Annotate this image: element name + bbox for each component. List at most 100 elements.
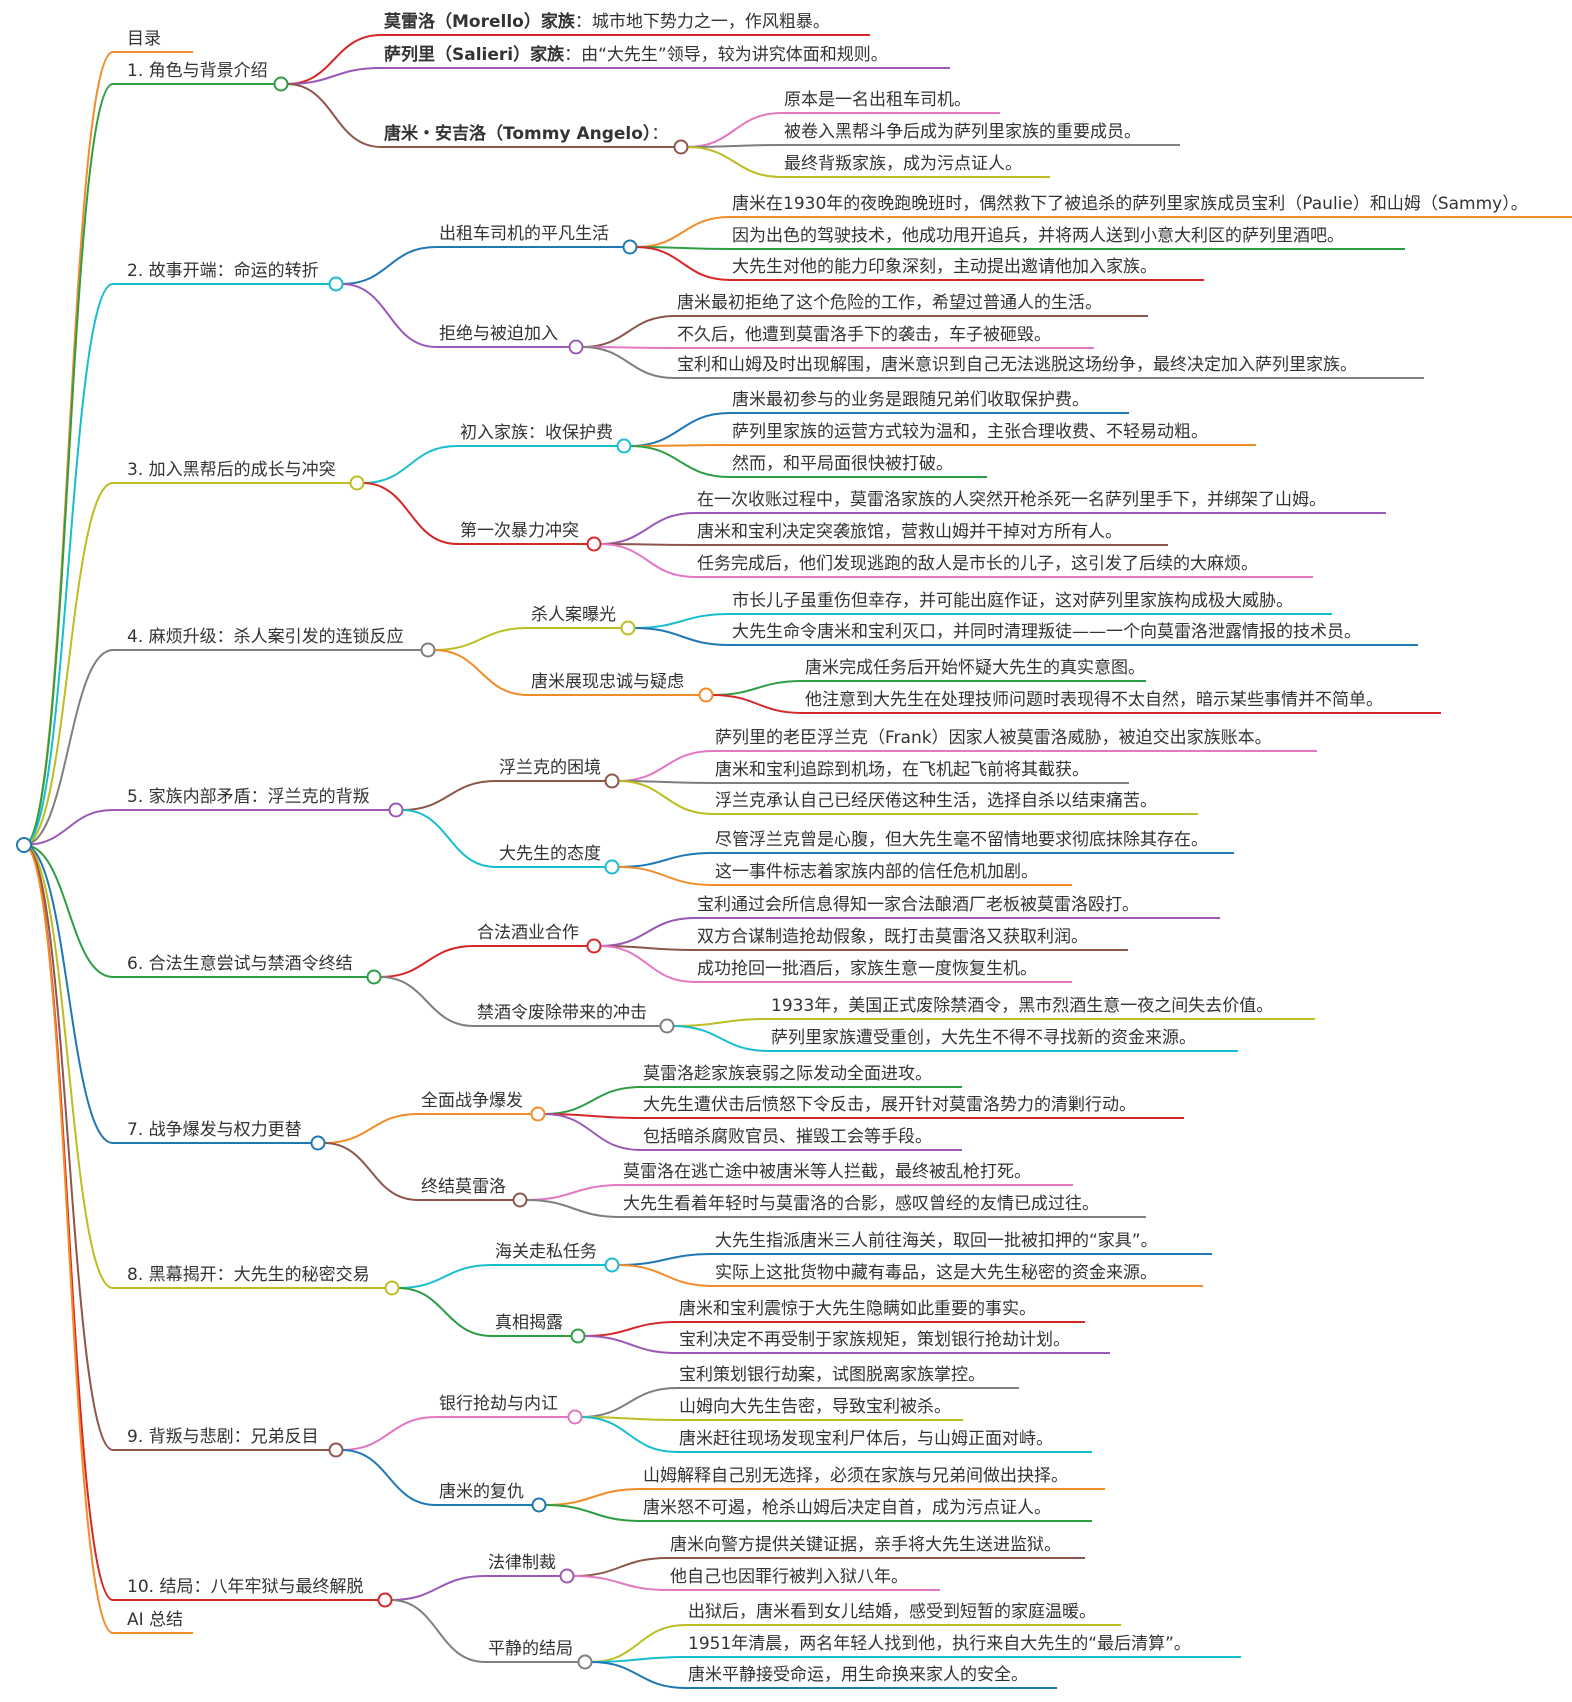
branch-4-sub-1-label[interactable]: 唐米展现忠诚与疑虑 [531, 671, 684, 692]
branch-6-sub-0-leaf-1[interactable]: 双方合谋制造抢劫假象，既打击莫雷洛又获取利润。 [697, 927, 1088, 947]
branch-5-sub-0-leaf-0[interactable]: 萨列里的老臣浮兰克（Frank）因家人被莫雷洛威胁，被迫交出家族账本。 [715, 728, 1272, 748]
branch-7-sub-1-leaf-0[interactable]: 莫雷洛在逃亡途中被唐米等人拦截，最终被乱枪打死。 [623, 1161, 1031, 1182]
branch-7-sub-0-leaf-1[interactable]: 大先生遭伏击后愤怒下令反击，展开针对莫雷洛势力的清剿行动。 [643, 1095, 1136, 1115]
branch-1-sub-2-leaf-1[interactable]: 被卷入黑帮斗争后成为萨列里家族的重要成员。 [784, 122, 1141, 142]
branch-8-sub-1-toggle[interactable] [570, 1328, 586, 1344]
branch-9-sub-1-leaf-1[interactable]: 唐米怒不可遏，枪杀山姆后决定自首，成为污点证人。 [643, 1497, 1051, 1518]
branch-1-sub-2-toggle[interactable] [673, 139, 689, 155]
branch-8-sub-0-leaf-0[interactable]: 大先生指派唐米三人前往海关，取回一批被扣押的“家具”。 [715, 1230, 1158, 1251]
branch-9-sub-1-label[interactable]: 唐米的复仇 [439, 1481, 524, 1502]
branch-3-sub-0-label[interactable]: 初入家族：收保护费 [460, 423, 613, 443]
branch-5-sub-1-leaf-1[interactable]: 这一事件标志着家族内部的信任危机加剧。 [715, 862, 1038, 882]
branch-10-label[interactable]: 10. 结局：八年牢狱与最终解脱 [127, 1577, 363, 1597]
branch-3-sub-1-leaf-0[interactable]: 在一次收账过程中，莫雷洛家族的人突然开枪杀死一名萨列里手下，并绑架了山姆。 [697, 490, 1326, 510]
branch-10-sub-1-toggle[interactable] [577, 1654, 593, 1670]
branch-3-sub-1-leaf-1[interactable]: 唐米和宝利决定突袭旅馆，营救山姆并干掉对方所有人。 [697, 521, 1122, 542]
branch-3-toggle[interactable] [349, 475, 365, 491]
branch-6-toggle[interactable] [366, 969, 382, 985]
branch-3-sub-0-leaf-1[interactable]: 萨列里家族的运营方式较为温和，主张合理收费、不轻易动粗。 [732, 422, 1208, 442]
branch-4-sub-0-leaf-0[interactable]: 市长儿子虽重伤但幸存，并可能出庭作证，这对萨列里家族构成极大威胁。 [732, 591, 1293, 611]
branch-5-toggle[interactable] [388, 802, 404, 818]
branch-2-sub-1-leaf-2[interactable]: 宝利和山姆及时出现解围，唐米意识到自己无法逃脱这场纷争，最终决定加入萨列里家族。 [677, 354, 1357, 375]
branch-9-sub-1-toggle[interactable] [531, 1497, 547, 1513]
branch-9-sub-1-leaf-0[interactable]: 山姆解释自己别无选择，必须在家族与兄弟间做出抉择。 [643, 1466, 1068, 1486]
branch-8-sub-0-leaf-1[interactable]: 实际上这批货物中藏有毒品，这是大先生秘密的资金来源。 [715, 1263, 1157, 1283]
branch-9-sub-0-label[interactable]: 银行抢劫与内讧 [439, 1394, 558, 1414]
branch-1-sub-1-label[interactable]: 萨列里（Salieri）家族：由“大先生”领导，较为讲究体面和规则。 [384, 44, 888, 65]
branch-2-sub-0-label[interactable]: 出租车司机的平凡生活 [439, 224, 609, 244]
branch-6-sub-0-leaf-0[interactable]: 宝利通过会所信息得知一家合法酿酒厂老板被莫雷洛殴打。 [697, 895, 1139, 915]
branch-10-toggle[interactable] [377, 1592, 393, 1608]
branch-1-toggle[interactable] [273, 76, 289, 92]
branch-7-sub-0-label[interactable]: 全面战争爆发 [421, 1091, 523, 1111]
branch-9-sub-0-leaf-1[interactable]: 山姆向大先生告密，导致宝利被杀。 [679, 1397, 951, 1417]
branch-9-sub-0-leaf-2[interactable]: 唐米赶往现场发现宝利尸体后，与山姆正面对峙。 [679, 1428, 1053, 1449]
branch-4-toggle[interactable] [420, 642, 436, 658]
branch-2-sub-0-leaf-0[interactable]: 唐米在1930年的夜晚跑晚班时，偶然救下了被追杀的萨列里家族成员宝利（Pauli… [732, 193, 1528, 214]
branch-3-sub-0-leaf-0[interactable]: 唐米最初参与的业务是跟随兄弟们收取保护费。 [732, 389, 1089, 410]
branch-3-sub-1-leaf-2[interactable]: 任务完成后，他们发现逃跑的敌人是市长的儿子，这引发了后续的大麻烦。 [697, 554, 1258, 574]
branch-10-sub-1-leaf-0[interactable]: 出狱后，唐米看到女儿结婚，感受到短暂的家庭温暖。 [688, 1601, 1096, 1622]
branch-1-sub-2-leaf-0[interactable]: 原本是一名出租车司机。 [784, 90, 971, 110]
branch-3-sub-1-label[interactable]: 第一次暴力冲突 [460, 521, 579, 541]
branch-8-label[interactable]: 8. 黑幕揭开：大先生的秘密交易 [127, 1265, 370, 1285]
branch-2-toggle[interactable] [328, 276, 344, 292]
branch-3-sub-0-leaf-2[interactable]: 然而，和平局面很快被打破。 [732, 454, 953, 474]
branch-8-sub-1-leaf-0[interactable]: 唐米和宝利震惊于大先生隐瞒如此重要的事实。 [679, 1298, 1036, 1319]
branch-10-sub-0-leaf-0[interactable]: 唐米向警方提供关键证据，亲手将大先生送进监狱。 [670, 1534, 1061, 1555]
branch-4-label[interactable]: 4. 麻烦升级：杀人案引发的连锁反应 [127, 627, 404, 647]
branch-8-sub-1-label[interactable]: 真相揭露 [495, 1313, 563, 1333]
branch-2-sub-0-leaf-2[interactable]: 大先生对他的能力印象深刻，主动提出邀请他加入家族。 [732, 257, 1157, 277]
branch-9-toggle[interactable] [328, 1442, 344, 1458]
branch-5-sub-0-label[interactable]: 浮兰克的困境 [499, 758, 601, 778]
branch-5-sub-0-leaf-1[interactable]: 唐米和宝利追踪到机场，在飞机起飞前将其截获。 [715, 759, 1089, 780]
branch-8-toggle[interactable] [384, 1280, 400, 1296]
branch-5-sub-1-leaf-0[interactable]: 尽管浮兰克曾是心腹，但大先生毫不留情地要求彻底抹除其存在。 [715, 830, 1208, 850]
branch-10-sub-0-toggle[interactable] [559, 1568, 575, 1584]
branch-7-sub-1-label[interactable]: 终结莫雷洛 [421, 1177, 506, 1197]
branch-4-sub-0-leaf-1[interactable]: 大先生命令唐米和宝利灭口，并同时清理叛徒——一个向莫雷洛泄露情报的技术员。 [732, 621, 1361, 642]
branch-5-sub-0-toggle[interactable] [604, 773, 620, 789]
branch-9-sub-0-leaf-0[interactable]: 宝利策划银行劫案，试图脱离家族掌控。 [679, 1365, 985, 1385]
branch-6-sub-0-label[interactable]: 合法酒业合作 [477, 923, 579, 943]
branch-6-label[interactable]: 6. 合法生意尝试与禁酒令终结 [127, 954, 353, 974]
branch-7-label[interactable]: 7. 战争爆发与权力更替 [127, 1120, 302, 1140]
branch-3-sub-0-toggle[interactable] [616, 438, 632, 454]
branch-2-sub-0-toggle[interactable] [622, 239, 638, 255]
branch-7-sub-0-leaf-2[interactable]: 包括暗杀腐败官员、摧毁工会等手段。 [643, 1127, 932, 1147]
branch-toc-label[interactable]: 目录 [127, 29, 161, 49]
branch-1-sub-2-label[interactable]: 唐米・安吉洛（Tommy Angelo）： [384, 123, 668, 144]
branch-4-sub-1-leaf-0[interactable]: 唐米完成任务后开始怀疑大先生的真实意图。 [805, 657, 1145, 678]
branch-6-sub-0-toggle[interactable] [586, 938, 602, 954]
branch-9-label[interactable]: 9. 背叛与悲剧：兄弟反目 [127, 1427, 319, 1447]
branch-4-sub-0-label[interactable]: 杀人案曝光 [531, 605, 616, 625]
branch-5-label[interactable]: 5. 家族内部矛盾：浮兰克的背叛 [127, 787, 370, 807]
branch-5-sub-0-leaf-2[interactable]: 浮兰克承认自己已经厌倦这种生活，选择自杀以结束痛苦。 [715, 791, 1157, 811]
branch-8-sub-1-leaf-1[interactable]: 宝利决定不再受制于家族规矩，策划银行抢劫计划。 [679, 1330, 1070, 1350]
branch-7-sub-1-leaf-1[interactable]: 大先生看着年轻时与莫雷洛的合影，感叹曾经的友情已成过往。 [623, 1194, 1099, 1214]
branch-10-sub-1-leaf-1[interactable]: 1951年清晨，两名年轻人找到他，执行来自大先生的“最后清算”。 [688, 1634, 1191, 1654]
branch-2-sub-1-toggle[interactable] [568, 339, 584, 355]
branch-7-sub-1-toggle[interactable] [512, 1192, 528, 1208]
branch-1-sub-0-label[interactable]: 莫雷洛（Morello）家族：城市地下势力之一，作风粗暴。 [383, 11, 830, 32]
branch-8-sub-0-toggle[interactable] [604, 1257, 620, 1273]
branch-10-sub-0-leaf-1[interactable]: 他自己也因罪行被判入狱八年。 [670, 1567, 908, 1587]
branch-10-sub-0-label[interactable]: 法律制裁 [488, 1553, 556, 1573]
branch-2-sub-1-label[interactable]: 拒绝与被迫加入 [439, 324, 558, 344]
branch-6-sub-0-leaf-2[interactable]: 成功抢回一批酒后，家族生意一度恢复生机。 [697, 959, 1037, 979]
branch-7-sub-0-leaf-0[interactable]: 莫雷洛趁家族衰弱之际发动全面进攻。 [643, 1064, 932, 1084]
branch-7-toggle[interactable] [310, 1135, 326, 1151]
branch-2-label[interactable]: 2. 故事开端：命运的转折 [127, 261, 319, 281]
branch-8-sub-0-label[interactable]: 海关走私任务 [495, 1242, 597, 1262]
branch-10-sub-1-label[interactable]: 平静的结局 [488, 1639, 573, 1659]
branch-9-sub-0-toggle[interactable] [567, 1409, 583, 1425]
branch-4-sub-0-toggle[interactable] [620, 620, 636, 636]
branch-10-sub-1-leaf-2[interactable]: 唐米平静接受命运，用生命换来家人的安全。 [688, 1664, 1028, 1685]
branch-1-sub-2-leaf-2[interactable]: 最终背叛家族，成为污点证人。 [784, 154, 1022, 174]
branch-5-sub-1-label[interactable]: 大先生的态度 [499, 844, 601, 864]
branch-6-sub-1-leaf-0[interactable]: 1933年，美国正式废除禁酒令，黑市烈酒生意一夜之间失去价值。 [771, 996, 1273, 1016]
branch-3-label[interactable]: 3. 加入黑帮后的成长与冲突 [127, 460, 336, 480]
branch-6-sub-1-leaf-1[interactable]: 萨列里家族遭受重创，大先生不得不寻找新的资金来源。 [771, 1028, 1196, 1048]
branch-2-sub-1-leaf-1[interactable]: 不久后，他遭到莫雷洛手下的袭击，车子被砸毁。 [677, 325, 1051, 345]
branch-5-sub-1-toggle[interactable] [604, 859, 620, 875]
